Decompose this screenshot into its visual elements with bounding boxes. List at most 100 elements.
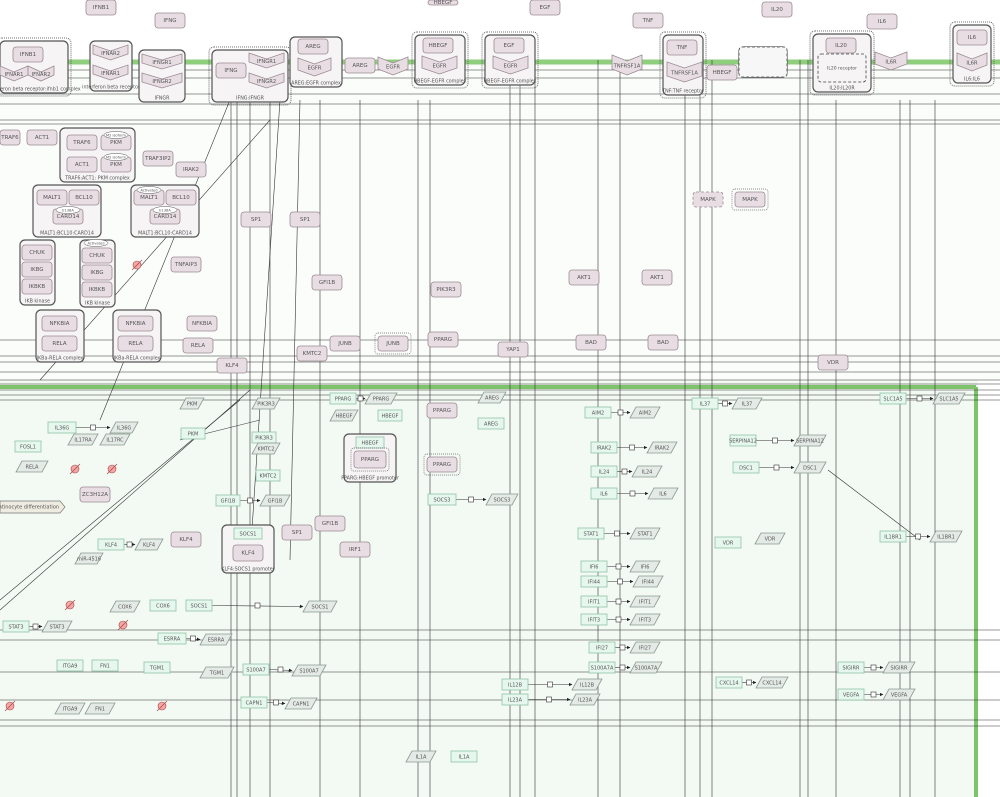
macromolecule-vdr[interactable]: VDR (817, 354, 849, 371)
gene-fn1[interactable]: FN1 (91, 659, 119, 672)
macromolecule-bad[interactable]: BAD (647, 334, 679, 351)
rna-pkm[interactable]: PKM (179, 397, 205, 410)
macromolecule-ikbkb[interactable]: IKBKB (81, 281, 113, 298)
rna-il12b[interactable]: IL12B (571, 678, 603, 691)
rna-esrra[interactable]: ESRRA (199, 633, 233, 646)
gene-pik3r3[interactable]: PIK3R3 (251, 431, 277, 444)
gene-il24[interactable]: IL24 (590, 465, 618, 478)
gene-hbegf[interactable]: HBEGF (377, 409, 403, 422)
rna-pik3r3[interactable]: PIK3R3 (251, 397, 281, 410)
gene-dsc1[interactable]: DSC1 (732, 461, 760, 474)
complex-interferon-beta-receptor[interactable]: interferon beta receptor (82, 40, 140, 92)
rna-capn1[interactable]: CAPN1 (284, 697, 318, 710)
rna-slc1a5[interactable]: SLC1A5 (932, 392, 966, 405)
gene-sigirr[interactable]: SIGIRR (837, 661, 865, 674)
rna-socs1[interactable]: SOCS1 (302, 600, 338, 613)
rna-s100a7[interactable]: S100A7 (291, 664, 327, 677)
macromolecule-traf3ip2[interactable]: TRAF3IP2 (142, 150, 174, 167)
gene-ifi27[interactable]: IFI27 (588, 641, 616, 654)
macromolecule-sp1[interactable]: SP1 (240, 211, 272, 228)
macromolecule-ifnb1[interactable]: IFNB1 (12, 46, 44, 63)
gene-s100a7a[interactable]: S100A7A (588, 661, 616, 674)
macromolecule-tnf[interactable]: TNF (666, 39, 698, 56)
macromolecule-il6[interactable]: IL6 (866, 13, 898, 30)
gene-itga9[interactable]: ITGA9 (56, 659, 84, 672)
receptor-ifnar2[interactable]: IFNAR2 (92, 44, 129, 61)
gene-il12b[interactable]: IL12B (501, 678, 529, 691)
gene-il1br1[interactable]: IL1BR1 (879, 530, 907, 543)
gene-areg[interactable]: AREG (477, 417, 505, 430)
macromolecule-traf6[interactable]: TRAF6 (66, 134, 98, 151)
gene-kmtc2[interactable]: KMTC2 (255, 469, 281, 482)
macromolecule-mapk[interactable]: MAPK (692, 191, 724, 208)
rna-aim2[interactable]: AIM2 (629, 406, 661, 419)
macromolecule-act1[interactable]: ACT1 (66, 156, 98, 173)
macromolecule-ikbg[interactable]: IKBG (81, 264, 113, 281)
macromolecule-rela[interactable]: RELA (117, 335, 154, 352)
receptor-ifnar1[interactable]: IFNAR1 (92, 64, 129, 81)
macromolecule-pik3r3[interactable]: PIK3R3 (430, 281, 462, 298)
receptor-egfr[interactable]: EGFR (297, 57, 332, 77)
rna-rela[interactable]: RELA (15, 460, 49, 473)
gene-cox6[interactable]: COX6 (149, 599, 177, 612)
rna-tgm1[interactable]: TGM1 (199, 666, 235, 679)
rna-ifi44[interactable]: IFI44 (632, 575, 664, 588)
receptor-ifngr1[interactable]: IFNGR1 (141, 53, 183, 70)
macromolecule-hbegf[interactable]: HBEGF (427, 0, 459, 6)
macromolecule-klf4[interactable]: KLF4 (216, 357, 248, 374)
macromolecule-yap1[interactable]: YAP1 (497, 341, 529, 358)
receptor-il6r[interactable]: IL6R (874, 51, 908, 71)
gene-il37[interactable]: IL37 (691, 397, 719, 410)
gene-esrra[interactable]: ESRRA (157, 632, 187, 645)
macromolecule-sp1[interactable]: SP1 (289, 211, 321, 228)
rna-ifi27[interactable]: IFI27 (629, 641, 661, 654)
rna-il37[interactable]: IL37 (731, 397, 763, 410)
macromolecule-akt1[interactable]: AKT1 (641, 269, 673, 286)
gene-ifi6[interactable]: IFI6 (580, 560, 608, 573)
receptor-tnfrsf1a[interactable]: TNFRSF1A (611, 54, 643, 76)
macromolecule-ikbkb[interactable]: IKBKB (21, 278, 53, 295)
macromolecule-klf4[interactable]: KLF4 (232, 544, 264, 562)
phenotype-keratinocyte-differentiation[interactable]: keratinocyte differentiation (0, 500, 66, 514)
gene-socs3[interactable]: SOCS3 (427, 493, 457, 506)
rna-ifi6[interactable]: IFI6 (629, 560, 661, 573)
gene-il6[interactable]: IL6 (590, 487, 618, 500)
macromolecule-sp1[interactable]: SP1 (281, 524, 313, 541)
rna-cxcl14[interactable]: CXCL14 (755, 676, 789, 689)
macromolecule-malt1[interactable]: MALT1 (36, 189, 68, 206)
gene-il36g[interactable]: IL36G (47, 421, 77, 434)
macromolecule-ifng[interactable]: IFNG (154, 12, 186, 29)
gene-socs1[interactable]: SOCS1 (233, 527, 263, 540)
gene-il1a[interactable]: IL1A (450, 750, 478, 763)
gene-stat1[interactable]: STAT1 (577, 527, 605, 540)
gene-hbegf[interactable]: HBEGF (355, 436, 385, 449)
rna-il24[interactable]: IL24 (631, 465, 663, 478)
macromolecule-ifnb1[interactable]: IFNB1 (85, 0, 117, 16)
gene-klf4[interactable]: KLF4 (97, 538, 125, 551)
rna-il1br1[interactable]: IL1BR1 (929, 530, 963, 543)
rna-gfi1b[interactable]: GFI1B (259, 494, 291, 507)
gene-ifi44[interactable]: IFI44 (580, 575, 608, 588)
macromolecule-irf1[interactable]: IRF1 (339, 541, 371, 558)
rna-il17rc[interactable]: IL17RC (99, 433, 131, 446)
rna-dsc1[interactable]: DSC1 (793, 461, 827, 474)
receptor-ifnar2[interactable]: IFNAR2 (27, 65, 55, 82)
macromolecule-chuk[interactable]: CHUK (21, 244, 53, 261)
gene-aim2[interactable]: AIM2 (584, 406, 612, 419)
rna-hbegf[interactable]: HBEGF (329, 409, 359, 422)
macromolecule-junb[interactable]: JUNB (374, 332, 412, 355)
rna-mir-4516[interactable]: miR-4516 (74, 552, 104, 565)
macromolecule-rela[interactable]: RELA (41, 335, 78, 352)
rna-areg[interactable]: AREG (477, 391, 507, 404)
macromolecule-pparg[interactable]: PPARG (427, 331, 459, 348)
macromolecule-mapk[interactable]: MAPK (731, 188, 769, 211)
macromolecule-act1[interactable]: ACT1 (26, 129, 58, 146)
rna-sigirr[interactable]: SIGIRR (882, 661, 916, 674)
macromolecule-akt1[interactable]: AKT1 (568, 269, 600, 286)
rna-kmtc2[interactable]: KMTC2 (251, 442, 281, 455)
gene-ifit1[interactable]: IFIT1 (580, 595, 608, 608)
rna-stat1[interactable]: STAT1 (629, 527, 661, 540)
rna-fn1[interactable]: FN1 (84, 702, 116, 715)
receptor-egfr[interactable]: EGFR (377, 56, 409, 76)
rna-il17ra[interactable]: IL17RA (67, 433, 99, 446)
